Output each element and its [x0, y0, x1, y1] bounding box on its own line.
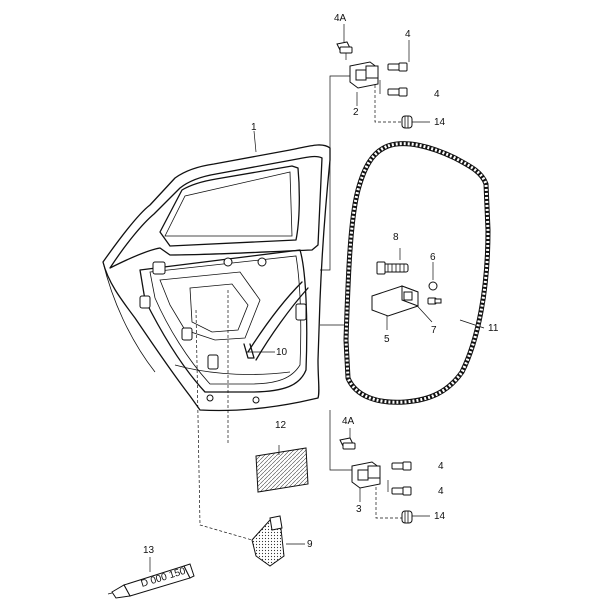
- callout-3: 3: [356, 504, 362, 515]
- callout-14-bottom: 14: [434, 511, 446, 522]
- callout-12: 12: [275, 420, 287, 431]
- callout-1: 1: [251, 122, 257, 133]
- cap-14-bottom: [401, 510, 413, 524]
- lower-hinge: [351, 461, 381, 489]
- callout-7: 7: [431, 325, 437, 336]
- striker-bolt: [376, 261, 409, 275]
- callout-13: 13: [143, 545, 155, 556]
- bolt-4-bottom-a: [391, 461, 412, 471]
- callout-5: 5: [384, 334, 390, 345]
- upper-hinge: [349, 61, 379, 89]
- callout-4-bottom-b: 4: [438, 486, 444, 497]
- cap-14-top: [401, 115, 413, 129]
- callout-4-bottom-a: 4: [438, 461, 444, 472]
- callout-8: 8: [393, 232, 399, 243]
- door-shell: [102, 144, 331, 412]
- bracket-9: [251, 515, 285, 567]
- screw-7: [427, 297, 442, 305]
- callout-6: 6: [430, 252, 436, 263]
- clip-10: [243, 343, 255, 359]
- door-lock: [371, 285, 419, 317]
- callout-labels: 1 2 3 4A 4 4 14 4A 4 4 14 5 6 7 8 9 10 1…: [143, 13, 499, 556]
- damping-pad: [255, 447, 309, 493]
- callout-14-top: 14: [434, 117, 446, 128]
- door-seal: [343, 141, 491, 405]
- bolt-4-top-b: [387, 87, 408, 97]
- callout-2: 2: [353, 107, 359, 118]
- bolt-4-bottom-b: [391, 486, 412, 496]
- callout-9: 9: [307, 539, 313, 550]
- callout-10: 10: [276, 347, 288, 358]
- screw-6: [428, 281, 438, 291]
- bolt-4a-top: [336, 41, 353, 54]
- bolt-4a-bottom: [339, 437, 356, 450]
- bolt-4-top-a: [387, 62, 408, 72]
- callout-11: 11: [488, 323, 499, 334]
- sealant-tube: D 000 150: [107, 563, 195, 599]
- callout-4a-top: 4A: [334, 13, 347, 24]
- callout-4-top-b: 4: [434, 89, 440, 100]
- callout-4a-bottom: 4A: [342, 416, 355, 427]
- callout-4-top-a: 4: [405, 29, 411, 40]
